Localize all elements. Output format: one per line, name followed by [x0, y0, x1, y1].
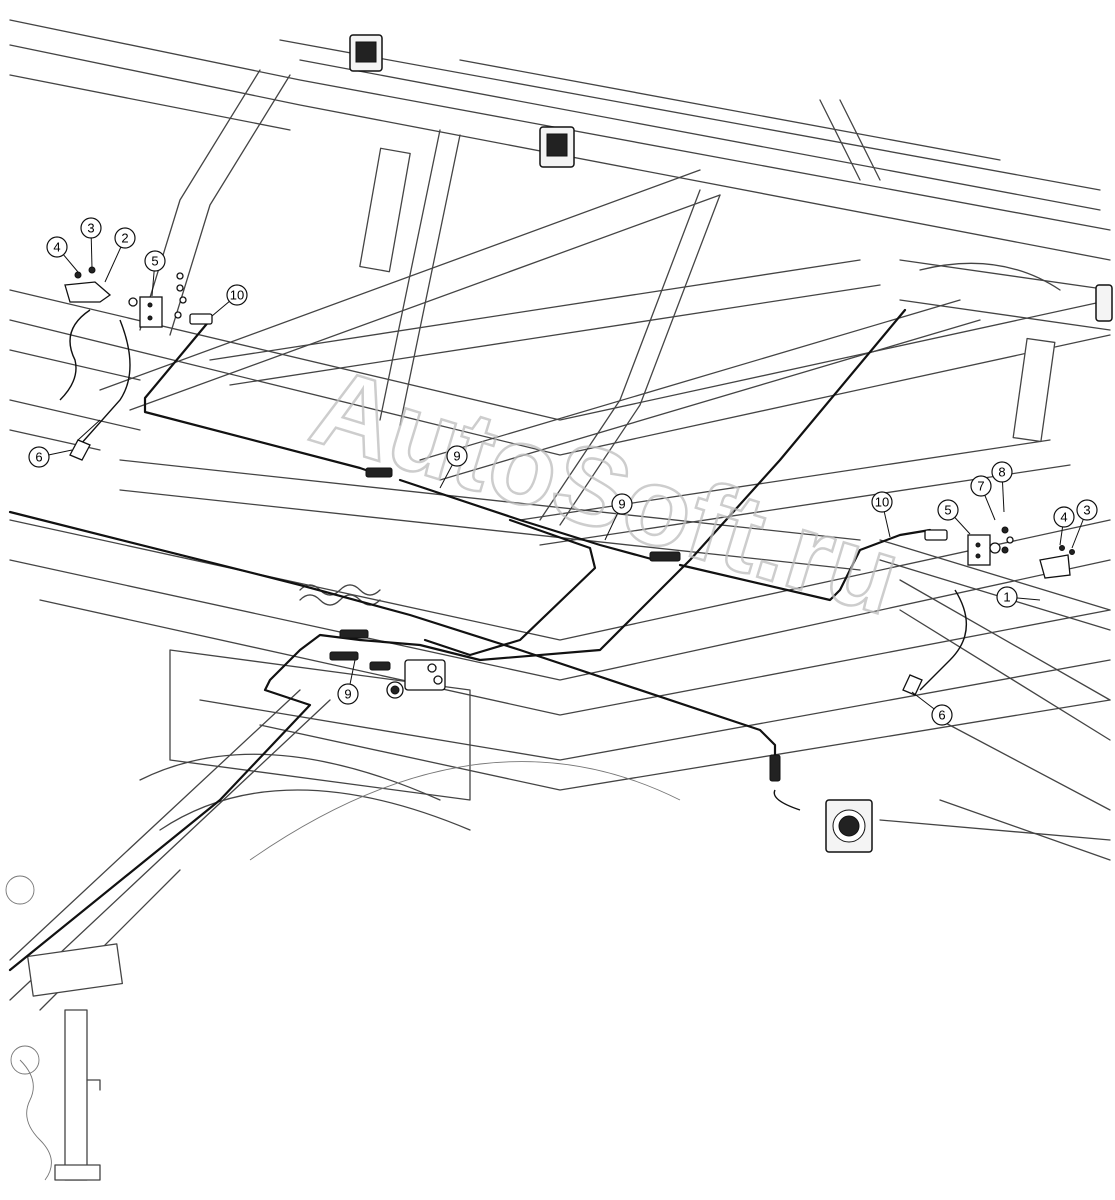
callout-label: 4 — [1060, 510, 1067, 525]
callout-label: 9 — [453, 449, 460, 464]
callout-9: 9 — [604, 493, 633, 541]
callout-label: 9 — [618, 497, 625, 512]
callout-circle — [1076, 499, 1098, 521]
callout-9: 9 — [439, 445, 468, 489]
callout-6: 6 — [911, 691, 953, 726]
callout-circle — [28, 446, 50, 468]
bracket-icon — [64, 266, 112, 303]
callout-4: 4 — [1053, 506, 1075, 546]
callout-label: 4 — [53, 240, 60, 255]
rear-lamp-icon — [1095, 284, 1113, 322]
bracket-icon — [902, 674, 923, 696]
callout-circle — [226, 284, 248, 306]
callout-4: 4 — [46, 236, 79, 273]
callout-9: 9 — [337, 659, 359, 705]
callout-circle — [1053, 506, 1075, 528]
callout-label: 10 — [230, 288, 244, 303]
callout-1: 1 — [996, 586, 1041, 608]
callout-circle — [611, 493, 633, 515]
callout-7: 7 — [970, 475, 996, 521]
connector-icon — [365, 467, 393, 478]
callout-10: 10 — [211, 284, 248, 317]
rear-lamp-icon — [825, 799, 873, 853]
callout-label: 2 — [121, 231, 128, 246]
junction-block-icon — [386, 659, 446, 699]
callout-label: 6 — [35, 450, 42, 465]
callout-label: 5 — [151, 254, 158, 269]
connector-icon — [649, 551, 681, 562]
callout-circle — [937, 499, 959, 521]
connector-icon — [769, 754, 781, 782]
callout-circle — [996, 586, 1018, 608]
bracket-icon — [69, 419, 101, 461]
callout-label: 7 — [977, 479, 984, 494]
callout-3: 3 — [80, 217, 102, 269]
callout-3: 3 — [1071, 499, 1098, 549]
callout-2: 2 — [104, 227, 136, 283]
callout-label: 5 — [944, 503, 951, 518]
bracket-icon — [1039, 545, 1075, 579]
callout-circle — [970, 475, 992, 497]
callout-5: 5 — [144, 250, 166, 297]
connector-icon — [329, 629, 391, 671]
callout-label: 6 — [938, 708, 945, 723]
callout-label: 8 — [998, 465, 1005, 480]
callout-circle — [144, 250, 166, 272]
callout-label: 3 — [1083, 503, 1090, 518]
callout-circle — [931, 704, 953, 726]
callout-circle — [446, 445, 468, 467]
bracket-icon — [128, 272, 187, 328]
callout-label: 1 — [1003, 590, 1010, 605]
callout-5: 5 — [937, 499, 971, 535]
callout-label: 3 — [87, 221, 94, 236]
callout-label: 10 — [875, 495, 889, 510]
bracket-icon — [967, 526, 1014, 566]
rear-lamp-icon — [539, 126, 575, 168]
connector-icon — [924, 529, 948, 541]
watermark: AutoSoft.ru — [299, 344, 913, 638]
callout-10: 10 — [871, 491, 893, 538]
connector-icon — [189, 313, 213, 325]
callout-label: 9 — [344, 687, 351, 702]
callout-6: 6 — [28, 446, 73, 468]
callout-8: 8 — [991, 461, 1013, 513]
callout-circle — [337, 683, 359, 705]
callout-circle — [114, 227, 136, 249]
callout-circle — [991, 461, 1013, 483]
callouts: 1 2 3 3 4 4 5 5 6 6 78 9 9 9 10 10 — [28, 217, 1098, 726]
implement-frame — [5, 19, 1111, 1181]
callout-circle — [80, 217, 102, 239]
rear-lamp-icon — [349, 34, 383, 72]
callout-circle — [871, 491, 893, 513]
callout-circle — [46, 236, 68, 258]
